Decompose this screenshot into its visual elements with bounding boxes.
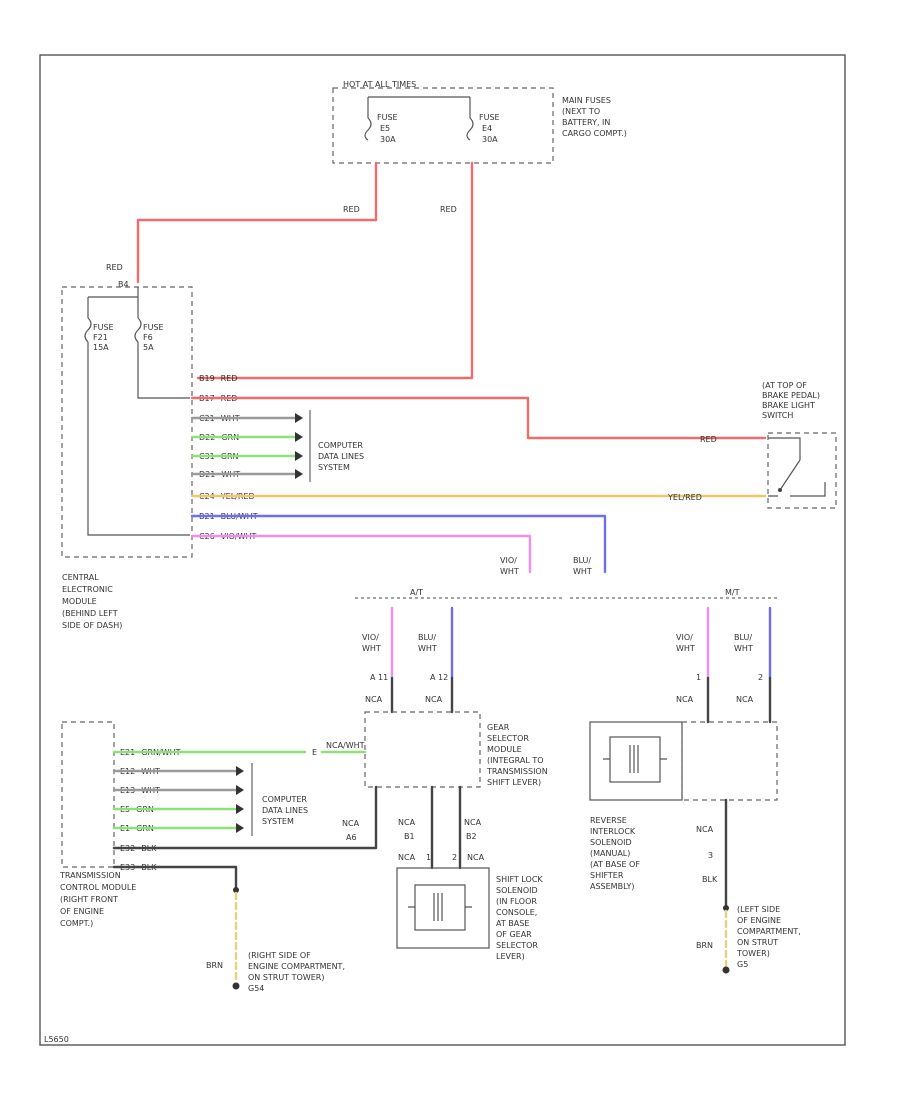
arrow-icon (295, 451, 303, 461)
diagram-id: L5650 (44, 1035, 69, 1044)
wire-vio-wht-main (190, 534, 532, 574)
pin-1-label: 1 (696, 673, 701, 682)
wire-label-red-1: RED (343, 205, 360, 214)
nca-label-sl-2: NCA (467, 853, 485, 862)
fuse-e5-symbol (364, 117, 372, 141)
pin-b1-label: B1 (404, 832, 415, 841)
arrow-icon (236, 823, 244, 833)
arrow-icon (295, 469, 303, 479)
pin-a6-label: A6 (346, 833, 357, 842)
mt-label: M/T (725, 588, 740, 597)
wire-label-red-3: RED (106, 263, 123, 272)
nca-label-rev: NCA (696, 825, 714, 834)
wire-label-vio-wht-mt: VIO/WHT (676, 633, 695, 653)
wire-label-blk: BLK (702, 875, 718, 884)
ground-g5-icon (722, 966, 730, 974)
wire-blk-e32 (112, 785, 378, 850)
ground-connector-icon (233, 887, 239, 893)
wire-label-vio-wht: VIO/WHT (500, 556, 519, 576)
arrow-icon (236, 804, 244, 814)
wire-red-fuse-e4 (196, 161, 474, 380)
arrow-icon (295, 432, 303, 442)
wire-label-blu-wht: BLU/WHT (573, 556, 592, 576)
wire-label-red-2: RED (440, 205, 457, 214)
pin-a12-label: A 12 (430, 673, 448, 682)
wire-blk-e33 (112, 865, 238, 890)
fuse-f6-symbol (134, 317, 142, 343)
wire-label-brn-2: BRN (696, 941, 713, 950)
nca-label-at-1: NCA (365, 695, 383, 704)
pin-a11-label: A 11 (370, 673, 388, 682)
fuse-e4-symbol (466, 117, 474, 141)
pin-1-shift-label: 1 (426, 853, 431, 862)
nca-label-b1: NCA (398, 818, 416, 827)
arrow-icon (295, 413, 303, 423)
ground-connector-icon (723, 905, 729, 911)
ground-g54-icon (232, 982, 240, 990)
pin-b4-label: B4 (118, 280, 129, 289)
wire-blu-wht-main (190, 514, 607, 574)
nca-label-b2: NCA (464, 818, 482, 827)
nca-label-sl-1: NCA (398, 853, 416, 862)
arrow-icon (236, 766, 244, 776)
at-label: A/T (410, 588, 423, 597)
nca-label-mt-2: NCA (736, 695, 754, 704)
nca-label-mt-1: NCA (676, 695, 694, 704)
wire-red-to-brake-switch (190, 396, 767, 440)
wire-label-blu-wht-at: BLU/WHT (418, 633, 437, 653)
wire-label-vio-wht-at: VIO/WHT (362, 633, 381, 653)
pin-2-label: 2 (758, 673, 763, 682)
pin-e-label: E (312, 748, 317, 757)
solenoid-coil-icon (629, 745, 639, 773)
nca-label-at-2: NCA (425, 695, 443, 704)
wire-label-blu-wht-mt: BLU/WHT (734, 633, 753, 653)
wire-label-yel-red: YEL/RED (667, 493, 702, 502)
wire-label-brn-1: BRN (206, 961, 223, 970)
solenoid-coil-icon (433, 893, 443, 921)
nca-wht-label: NCA/WHT (326, 741, 365, 750)
nca-label-a6: NCA (342, 819, 360, 828)
pin-3-label: 3 (708, 851, 713, 860)
diagram-frame (39, 54, 846, 1046)
fuse-f21-symbol (84, 317, 92, 343)
at-mt-split: A/T M/T (355, 588, 780, 599)
pin-2-shift-label: 2 (452, 853, 457, 862)
wire-label-red-4: RED (700, 435, 717, 444)
wire-red-fuse-e5 (136, 161, 378, 284)
hot-at-all-times-label: HOT AT ALL TIMES (343, 80, 416, 89)
arrow-icon (236, 785, 244, 795)
pin-b2-label: B2 (466, 832, 477, 841)
